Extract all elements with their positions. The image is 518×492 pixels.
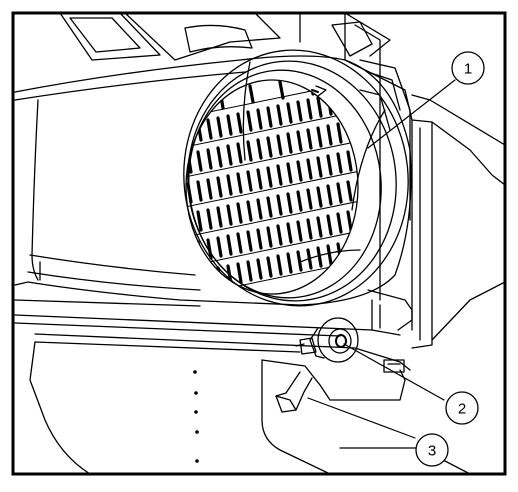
callout-2 — [445, 391, 479, 425]
tension-pulley — [295, 317, 405, 373]
callout-label-2: 2 — [458, 401, 466, 418]
screw-dots — [193, 370, 199, 463]
callout-label-3: 3 — [428, 443, 436, 460]
blower-housing — [14, 55, 412, 306]
callout-label-1: 1 — [464, 61, 472, 78]
leader-lines — [307, 79, 456, 439]
callout-1 — [451, 51, 485, 85]
drain-flap — [275, 371, 313, 413]
base-tray — [14, 299, 411, 371]
callout-3 — [415, 433, 449, 467]
